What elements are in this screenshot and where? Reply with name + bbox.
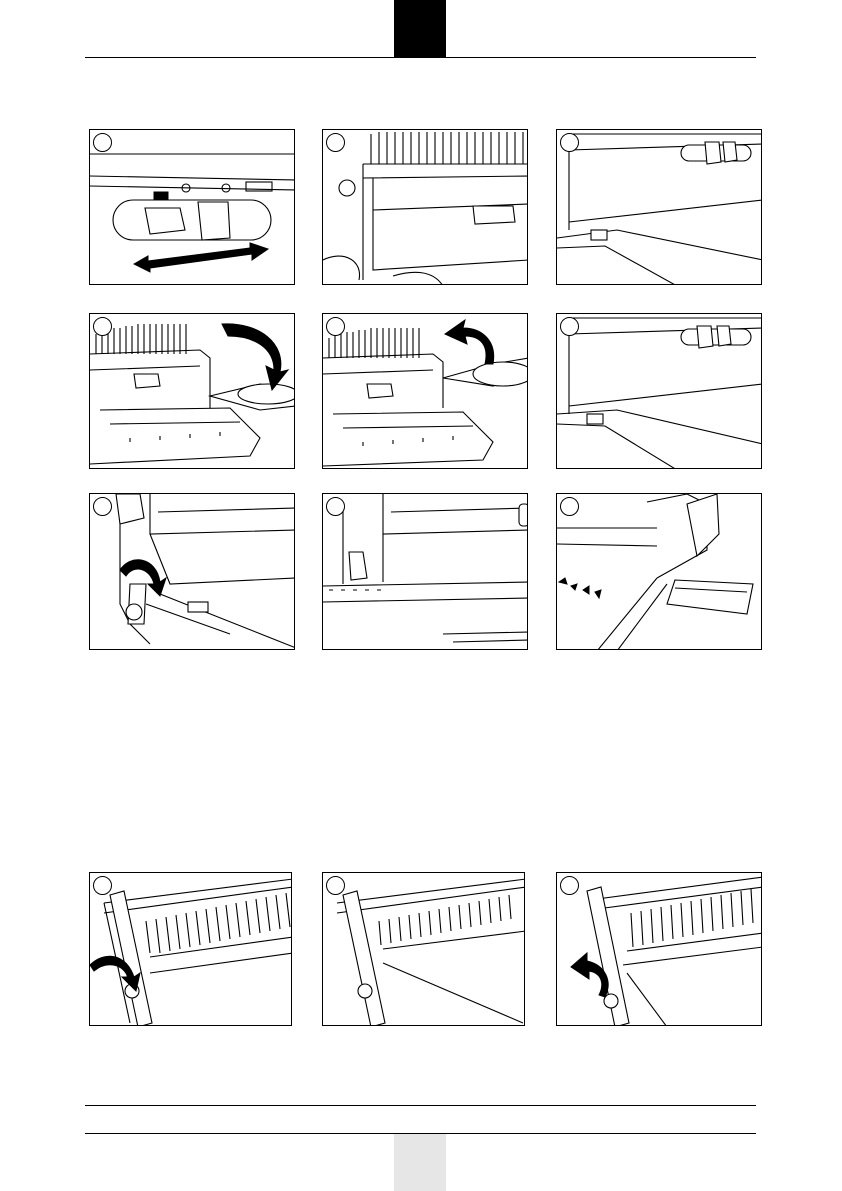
step-marker-4 [93, 317, 112, 336]
figure-panel-5 [322, 313, 528, 469]
step-marker-7 [93, 497, 112, 516]
comb-lever-up-illustration [557, 873, 762, 1026]
handle-up-illustration [323, 314, 528, 469]
step-marker-8 [326, 497, 345, 516]
figure-panel-11 [322, 872, 525, 1026]
figure-panel-8 [322, 493, 528, 650]
side-lever-illustration [90, 494, 295, 650]
footer-tab [394, 1134, 446, 1191]
side-view-illustration [323, 494, 528, 650]
figure-panel-12 [556, 872, 762, 1026]
machine-side-illustration [323, 130, 528, 285]
header-rule [85, 57, 756, 58]
handle-down-illustration [90, 314, 295, 469]
comb-open-illustration [323, 873, 525, 1026]
step-marker-10 [93, 876, 112, 895]
figure-panel-10 [89, 872, 292, 1026]
step-marker-6 [560, 317, 579, 336]
figure-panel-4 [89, 313, 295, 469]
slider-illustration [90, 130, 295, 285]
header-tab [394, 0, 446, 57]
machine-front-illustration [557, 130, 762, 285]
waste-drawer-illustration [557, 494, 762, 650]
step-marker-5 [326, 317, 345, 336]
step-marker-2 [326, 133, 345, 152]
figure-panel-6 [556, 313, 762, 469]
footer-rule-upper [85, 1105, 756, 1106]
step-marker-1 [93, 133, 112, 152]
figure-panel-2 [322, 129, 528, 285]
figure-panel-1 [89, 129, 295, 285]
figure-panel-9 [556, 493, 762, 650]
step-marker-9 [560, 497, 579, 516]
step-marker-11 [326, 876, 345, 895]
comb-lever-down-illustration [90, 873, 292, 1026]
figure-panel-3 [556, 129, 762, 285]
figure-panel-7 [89, 493, 295, 650]
machine-front-illustration [557, 314, 762, 469]
step-marker-3 [560, 133, 579, 152]
step-marker-12 [560, 876, 579, 895]
